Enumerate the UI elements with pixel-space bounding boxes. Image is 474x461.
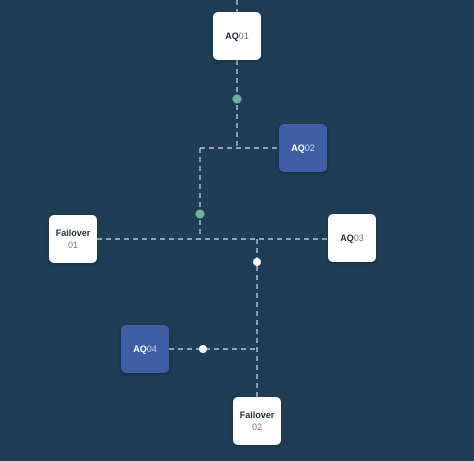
node-label-number: 04 — [146, 344, 157, 354]
node-label-prefix: AQ — [225, 31, 239, 41]
node-aq01[interactable]: AQ01 — [213, 12, 261, 60]
teal-junction-dot — [195, 209, 205, 219]
node-number: 02 — [251, 422, 262, 432]
node-label-number: 02 — [304, 143, 315, 153]
node-label-number: 01 — [238, 31, 249, 41]
node-label-prefix: AQ — [291, 143, 305, 153]
node-label-number: 03 — [353, 233, 364, 243]
node-aq04[interactable]: AQ04 — [121, 325, 169, 373]
node-title: Failover — [239, 410, 275, 420]
node-failover02[interactable]: Failover 02 — [233, 397, 281, 445]
white-junction-dot — [199, 345, 207, 353]
node-number: 01 — [67, 240, 78, 250]
node-label-prefix: AQ — [340, 233, 354, 243]
node-aq02[interactable]: AQ02 — [279, 124, 327, 172]
node-label-prefix: AQ — [133, 344, 147, 354]
white-junction-dot — [253, 258, 261, 266]
node-aq03[interactable]: AQ03 — [328, 214, 376, 262]
teal-junction-dot — [232, 94, 242, 104]
node-title: Failover — [55, 228, 91, 238]
node-failover01[interactable]: Failover 01 — [49, 215, 97, 263]
